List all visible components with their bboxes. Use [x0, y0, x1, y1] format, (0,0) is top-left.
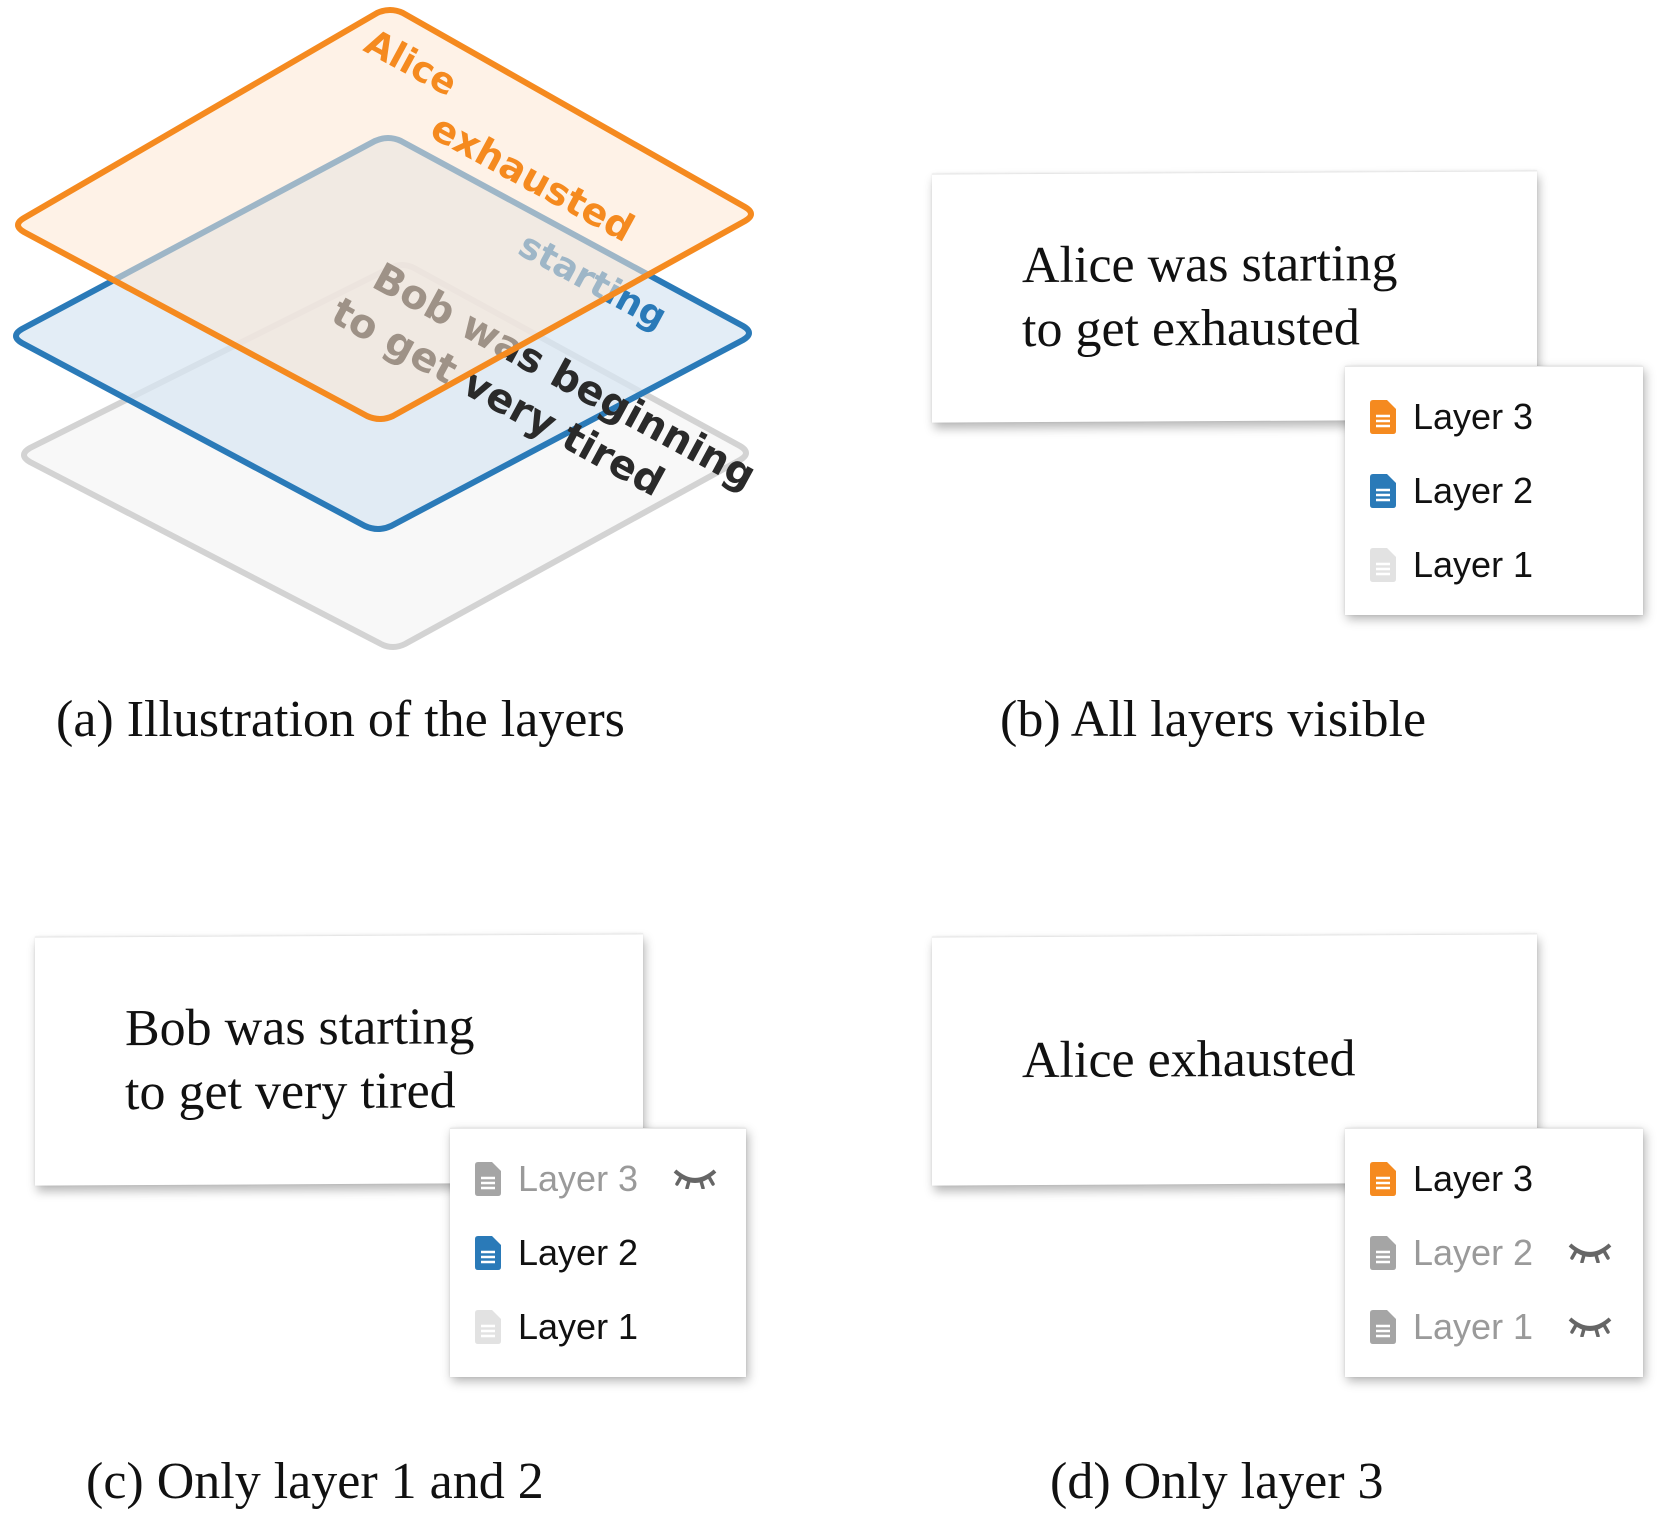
eye-closed-icon[interactable]	[1567, 1241, 1613, 1263]
gray-document-icon	[1370, 1310, 1396, 1344]
eye-closed-icon[interactable]	[1567, 1315, 1613, 1337]
layer-menu-item[interactable]: Layer 3	[1367, 393, 1533, 441]
layer-menu-item[interactable]: Layer 3	[1367, 1155, 1533, 1203]
layer-3-label: Layer 3	[1413, 396, 1534, 437]
layer-menu-b: Layer 3 Layer 2 Layer 1	[1345, 366, 1643, 615]
card-b-line-1: Alice was starting	[1022, 235, 1398, 295]
gray-document-icon	[475, 1162, 501, 1196]
caption-d: (d) Only layer 3	[1050, 1453, 1384, 1510]
orange-document-icon	[1370, 1162, 1396, 1196]
layer-3-label: Layer 3	[518, 1158, 639, 1199]
layers-illustration: Bob was beginning to get very tired star…	[13, 7, 760, 650]
layer-1-label: Layer 1	[1413, 1306, 1534, 1347]
layer-menu-item[interactable]: Layer 2	[1367, 1229, 1533, 1277]
blue-document-icon	[475, 1236, 501, 1270]
gray-document-icon	[1370, 1236, 1396, 1270]
blue-document-icon	[1370, 474, 1396, 508]
layer-menu-item[interactable]: Layer 1	[1367, 541, 1533, 589]
layer-3-plane	[15, 7, 754, 422]
card-b-line-2: to get exhausted	[1022, 299, 1360, 359]
card-c-line-2: to get very tired	[125, 1062, 456, 1122]
layer-2-label: Layer 2	[1413, 470, 1534, 511]
caption-a: (a) Illustration of the layers	[56, 691, 625, 748]
layer-menu-c: Layer 3 Layer 2 Layer 1	[450, 1128, 746, 1377]
layer-1-label: Layer 1	[1413, 544, 1534, 585]
layer-1-label: Layer 1	[518, 1306, 639, 1347]
layer-menu-item[interactable]: Layer 1	[1367, 1303, 1533, 1351]
layer-3-label: Layer 3	[1413, 1158, 1534, 1199]
caption-c: (c) Only layer 1 and 2	[86, 1453, 544, 1510]
layer-2-label: Layer 2	[518, 1232, 639, 1273]
layer-menu-item[interactable]: Layer 1	[472, 1303, 638, 1351]
gray-document-icon	[475, 1310, 501, 1344]
caption-b: (b) All layers visible	[1000, 691, 1427, 748]
card-d-line-1: Alice exhausted	[1022, 1030, 1356, 1090]
gray-document-icon	[1370, 548, 1396, 582]
layer-menu-item[interactable]: Layer 3	[472, 1155, 638, 1203]
card-c-line-1: Bob was starting	[125, 998, 475, 1058]
layer-menu-item[interactable]: Layer 2	[472, 1229, 638, 1277]
layer-2-label: Layer 2	[1413, 1232, 1534, 1273]
layer-menu-d: Layer 3 Layer 2 Layer 1	[1345, 1128, 1643, 1377]
layer-menu-item[interactable]: Layer 2	[1367, 467, 1533, 515]
orange-document-icon	[1370, 400, 1396, 434]
eye-closed-icon[interactable]	[672, 1167, 718, 1189]
